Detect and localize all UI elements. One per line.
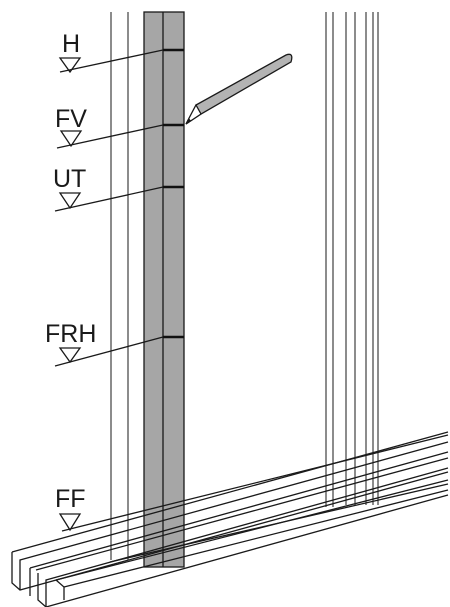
right-wall-profile-a (325, 12, 356, 507)
level-label-fv: FV (55, 105, 87, 133)
level-frh: FRH (45, 320, 164, 367)
level-label-frh: FRH (45, 320, 96, 348)
level-h: H (58, 30, 164, 74)
pencil-icon (185, 53, 293, 125)
level-label-h: H (62, 30, 80, 58)
level-ff: FF (55, 485, 86, 532)
marked-stud (143, 11, 185, 568)
floor-line (61, 434, 449, 532)
level-label-ut: UT (53, 165, 86, 193)
floor-track (11, 431, 449, 607)
left-wall-profile (110, 12, 129, 560)
level-marks (163, 48, 184, 339)
level-ut: UT (53, 165, 164, 212)
right-wall-profile-b (365, 12, 379, 505)
level-label-ff: FF (55, 485, 86, 513)
level-fv: FV (55, 105, 164, 149)
